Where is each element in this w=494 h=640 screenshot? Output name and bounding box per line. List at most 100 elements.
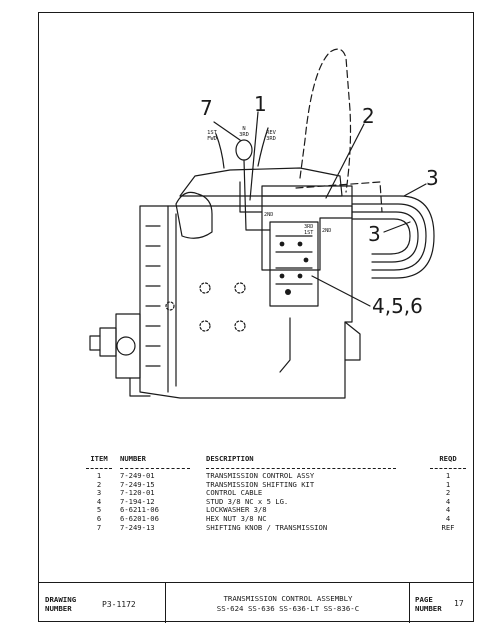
item-cell: 2: [96, 479, 102, 489]
leader-3b: [383, 221, 411, 233]
leader-456: [311, 275, 371, 307]
description-cell: TRANSMISSION SHIFTING KIT: [206, 479, 315, 489]
header-underline: [86, 465, 466, 472]
leader-7: [213, 121, 241, 141]
header-item: ITEM: [90, 454, 108, 463]
item-cell: 1: [96, 471, 102, 480]
page-label-line-2: NUMBER: [415, 604, 442, 613]
first-gear-top: 1ST: [207, 130, 217, 136]
item-cell: 3: [96, 488, 102, 498]
drawing-title: TRANSMISSION CONTROL ASSEMBLY: [223, 594, 353, 603]
item-cell: 5: [96, 505, 102, 515]
first-gear-bottom: FWD: [207, 136, 217, 142]
table-row: 7 7-249-13 SHIFTING KNOB / TRANSMISSION REF: [86, 522, 466, 533]
reqd-cell: 2: [445, 488, 451, 498]
reqd-cell: 4: [445, 496, 451, 506]
drawing-number-cell: DRAWING NUMBER P3-1172: [38, 583, 166, 623]
item-cell: 4: [96, 496, 102, 506]
header-reqd: REQD: [439, 454, 457, 463]
description-cell: CONTROL CABLE: [206, 488, 263, 498]
title-block: DRAWING NUMBER P3-1172 TRANSMISSION CONT…: [38, 582, 474, 623]
drawing-label-line-2: NUMBER: [45, 604, 72, 613]
table-row: 2 7-249-15 TRANSMISSION SHIFTING KIT 1: [86, 479, 466, 490]
model-list: SS-624 SS-636 SS-636-LT SS-836-C: [216, 604, 360, 613]
valve-1st: 1ST: [304, 230, 314, 236]
part-number-cell: 7-249-13: [120, 522, 155, 532]
part-number-cell: 6-6201-06: [120, 513, 159, 523]
drawing-number: P3-1172: [102, 600, 136, 609]
shift-arc-left: [215, 133, 225, 169]
callout-2: 2: [362, 104, 375, 128]
table-row: 3 7-120-01 CONTROL CABLE 2: [86, 489, 466, 498]
rear-bulge: [175, 191, 213, 239]
page-number-cell: PAGE NUMBER 17: [410, 583, 474, 623]
neutral-top: N: [242, 126, 246, 132]
callout-1: 1: [254, 92, 267, 116]
shift-arc-right: [257, 127, 269, 167]
title-cell: TRANSMISSION CONTROL ASSEMBLY SS-624 SS-…: [166, 583, 410, 623]
neutral-label: N 3RD: [233, 126, 255, 138]
frame-rail: [279, 317, 291, 373]
page-number-label: PAGE NUMBER: [415, 595, 442, 613]
callout-3-upper: 3: [426, 166, 439, 190]
valve-2nd-label: 2ND: [322, 228, 332, 234]
callout-4-5-6: 4,5,6: [372, 294, 423, 318]
page-number: 17: [454, 599, 464, 608]
reverse-label: REV 3RD: [260, 130, 282, 142]
item-cell: 7: [96, 522, 102, 532]
callout-3-lower: 3: [368, 222, 381, 246]
valve-ports: [275, 235, 313, 285]
parts-header: ITEM NUMBER DESCRIPTION REQD: [86, 454, 466, 465]
reqd-cell: 4: [445, 513, 451, 523]
valve-3rd: 3RD: [304, 224, 314, 230]
first-gear-label: 1ST FWD: [201, 130, 223, 142]
description-cell: LOCKWASHER 3/8: [206, 505, 267, 515]
header-description: DESCRIPTION: [206, 454, 254, 463]
output-center: [116, 336, 136, 356]
valve-second-label: 2ND: [264, 212, 274, 218]
part-number-cell: 7-194-12: [120, 496, 155, 506]
drawing-frame: [38, 12, 474, 622]
control-cable-outer: [351, 195, 435, 279]
control-bracket: [261, 185, 353, 271]
lower-right-bracket: [344, 321, 361, 361]
reqd-cell: 1: [445, 479, 451, 489]
part-number-cell: 7-249-15: [120, 479, 155, 489]
reverse-top: REV: [266, 130, 276, 136]
neutral-bottom: 3RD: [239, 132, 249, 138]
item-cell: 6: [96, 513, 102, 523]
table-row: 4 7-194-12 STUD 3/8 NC x 5 LG. 4: [86, 496, 466, 507]
drawing-label-line-1: DRAWING: [45, 595, 77, 604]
leader-2: [325, 123, 365, 199]
part-number-cell: 6-6211-06: [120, 505, 159, 515]
page-label-line-1: PAGE: [415, 595, 433, 604]
upper-housing: [179, 167, 343, 197]
reqd-cell: REF: [441, 522, 455, 532]
control-cable-inner: [351, 203, 427, 271]
part-number-cell: 7-120-01: [120, 488, 155, 498]
pto-shaft: [89, 335, 101, 351]
leader-3a: [403, 183, 427, 197]
description-cell: STUD 3/8 NC x 5 LG.: [206, 496, 289, 506]
valve-3rd-label: 3RD 1ST: [304, 224, 313, 236]
leader-1: [249, 111, 259, 201]
cooling-fins: [145, 225, 161, 367]
valve-fasteners: [279, 241, 309, 295]
description-cell: TRANSMISSION CONTROL ASSY: [206, 471, 315, 480]
description-cell: HEX NUT 3/8 NC: [206, 513, 267, 523]
control-cable-3: [351, 211, 419, 263]
part-number-cell: 7-249-01: [120, 471, 155, 480]
shift-knob: [235, 139, 253, 161]
output-flange: [115, 313, 141, 379]
description-cell: SHIFTING KNOB / TRANSMISSION: [206, 522, 328, 532]
reqd-cell: 1: [445, 471, 451, 480]
reverse-bottom: 3RD: [266, 136, 276, 142]
valve-body: [269, 221, 319, 307]
table-row: 6 6-6201-06 HEX NUT 3/8 NC 4: [86, 513, 466, 524]
callout-7: 7: [200, 96, 213, 120]
table-row: 1 7-249-01 TRANSMISSION CONTROL ASSY 1: [86, 471, 466, 481]
shift-rod: [243, 159, 271, 231]
control-cable-4: [351, 218, 411, 255]
